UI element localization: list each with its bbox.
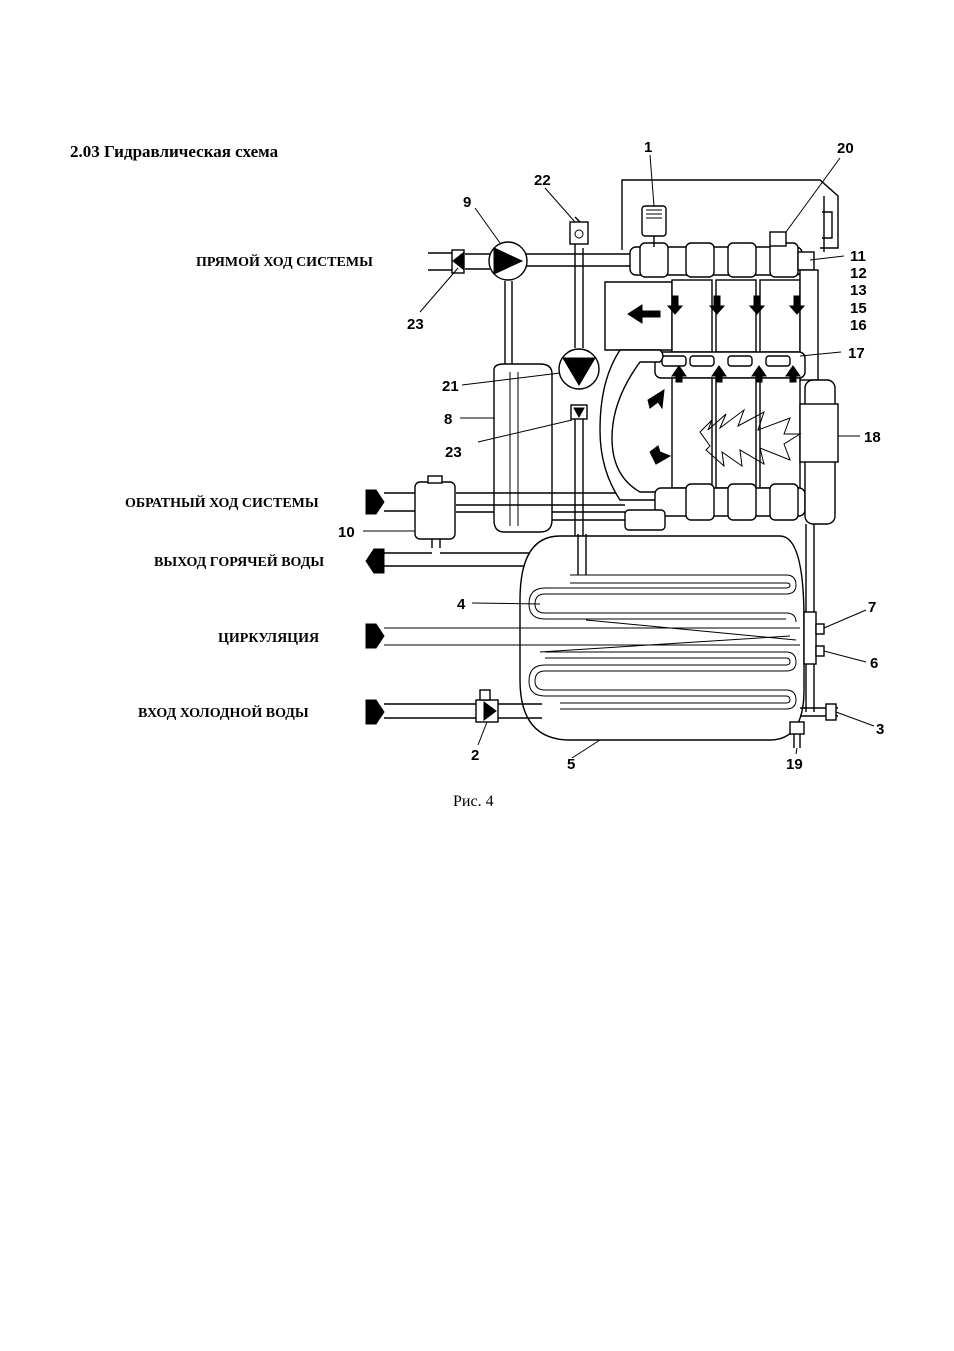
air-vent-22	[570, 217, 588, 244]
check-valve-23-bypass	[571, 405, 587, 419]
callout-7: 7	[868, 599, 876, 616]
check-valve-23-supply	[452, 250, 464, 273]
callout-12: 12	[850, 265, 867, 282]
callout-20: 20	[837, 140, 854, 157]
valve-2	[476, 690, 498, 722]
figure-caption: Рис. 4	[453, 793, 494, 810]
mixing-valve-10	[415, 476, 455, 548]
callout-18: 18	[864, 429, 881, 446]
drain-19	[790, 722, 804, 748]
callout-16: 16	[850, 317, 867, 334]
callout-10: 10	[338, 524, 355, 541]
label-hot-out: ВЫХОД ГОРЯЧЕЙ ВОДЫ	[154, 553, 324, 570]
hot-out-arrow	[366, 549, 384, 573]
label-circulation: ЦИРКУЛЯЦИЯ	[218, 631, 319, 646]
callout-11: 11	[850, 248, 866, 265]
callout-22: 22	[534, 172, 551, 189]
boiler-top-manifold	[630, 243, 814, 277]
callout-21: 21	[442, 378, 459, 395]
label-supply: ПРЯМОЙ ХОД СИСТЕМЫ	[196, 253, 373, 270]
diagram-title: 2.03 Гидравлическая схема	[70, 142, 279, 161]
cold-water-pipe	[384, 704, 542, 718]
callout-1: 1	[644, 139, 652, 156]
callout-23-bypass: 23	[445, 444, 462, 461]
flange-6-7	[804, 612, 824, 664]
callout-2: 2	[471, 747, 479, 764]
sensor-20	[770, 232, 786, 246]
callout-17: 17	[848, 345, 865, 362]
callout-9: 9	[463, 194, 471, 211]
label-return: ОБРАТНЫЙ ХОД СИСТЕМЫ	[125, 494, 319, 511]
callout-5: 5	[567, 756, 575, 773]
callout-8: 8	[444, 411, 452, 428]
callout-13: 13	[850, 282, 867, 299]
callout-15: 15	[850, 300, 867, 317]
safety-valve-1	[642, 206, 666, 247]
expansion-vessel-8	[494, 364, 552, 532]
callout-6: 6	[870, 655, 878, 672]
return-in-arrow	[366, 490, 384, 514]
pump-21	[559, 349, 599, 389]
callout-23-supply: 23	[407, 316, 424, 333]
cold-in-arrow	[366, 700, 384, 724]
label-cold-in: ВХОД ХОЛОДНОЙ ВОДЫ	[138, 704, 309, 721]
pump-9	[489, 242, 527, 280]
circulation-in-arrow	[366, 624, 384, 648]
callout-4: 4	[457, 596, 466, 613]
callout-3: 3	[876, 721, 884, 738]
callout-19: 19	[786, 756, 803, 773]
